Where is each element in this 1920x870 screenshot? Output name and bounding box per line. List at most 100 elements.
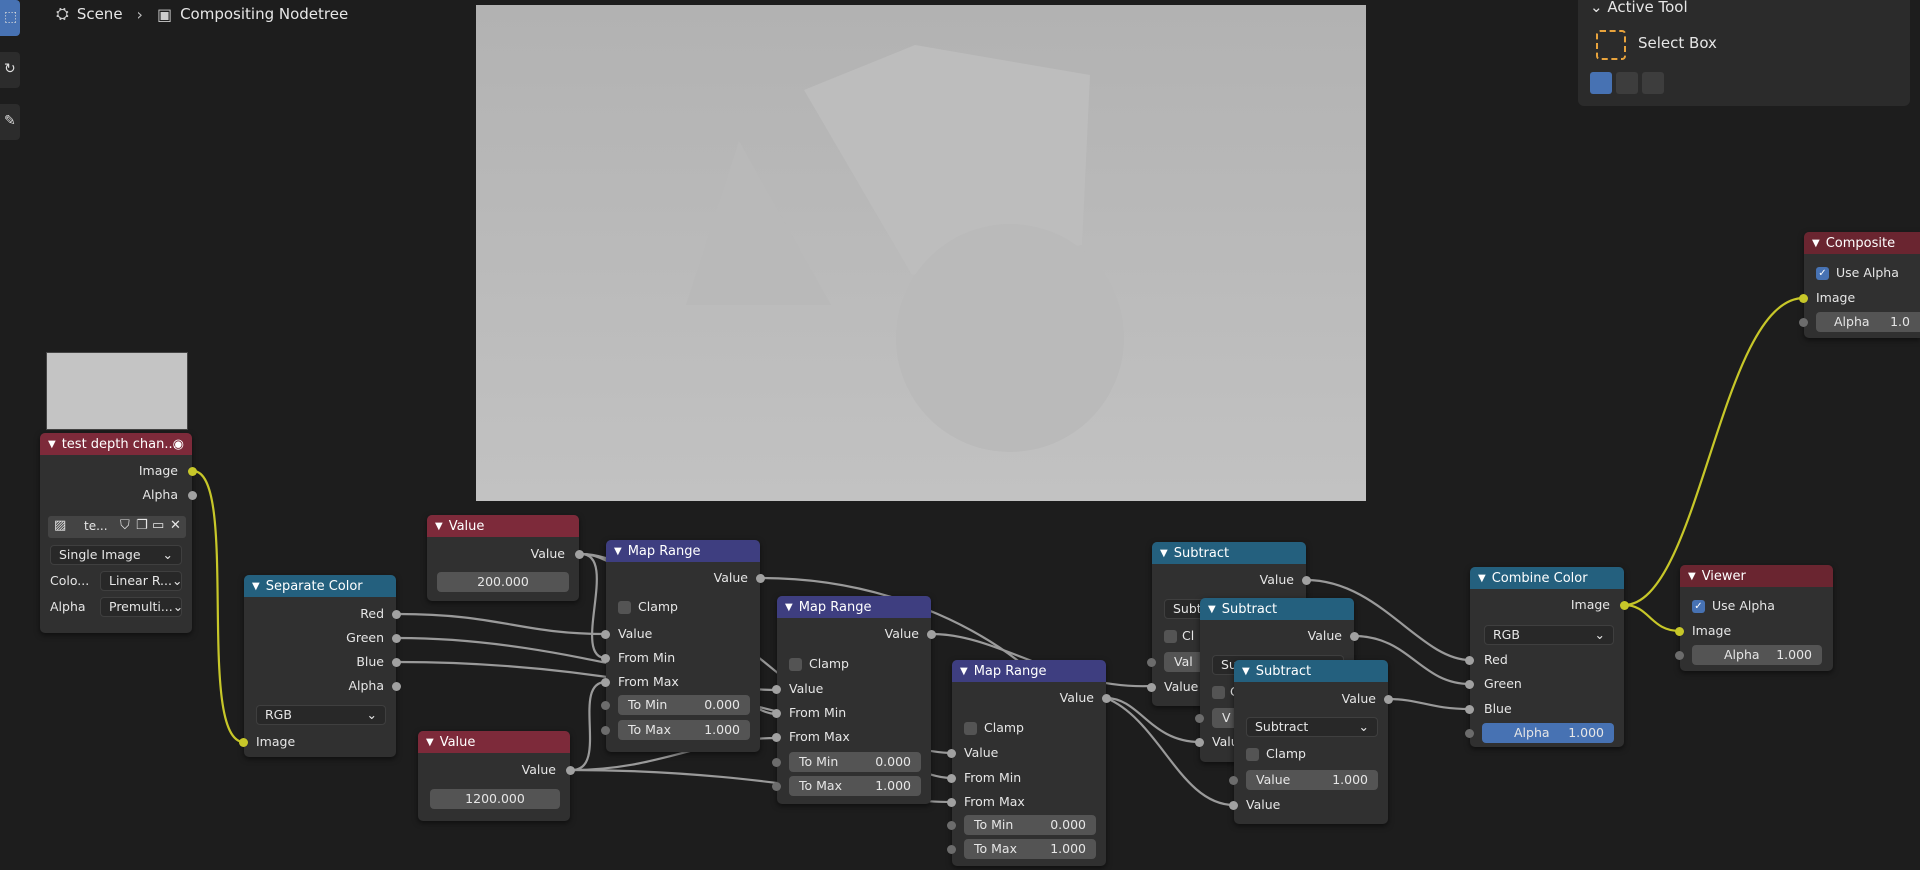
lasso-tool-button[interactable]: ↻ bbox=[0, 52, 20, 88]
breadcrumb-nodetree[interactable]: Compositing Nodetree bbox=[180, 5, 349, 23]
subtract-3-output-socket[interactable] bbox=[1384, 695, 1393, 704]
subtract-1-output-socket[interactable] bbox=[1302, 576, 1311, 585]
value-node-1-header[interactable]: ▼Value bbox=[427, 515, 579, 537]
image-node[interactable]: ▼test depth chan...◉ Image Alpha ▨ te...… bbox=[40, 433, 197, 633]
map-range-3-input-value-socket[interactable] bbox=[947, 749, 956, 758]
subtract-1-input-socket[interactable] bbox=[1147, 683, 1156, 692]
subtract-3-clamp-checkbox[interactable] bbox=[1246, 748, 1259, 761]
mode-extend-button[interactable] bbox=[1616, 72, 1638, 94]
map-range-2-clamp-checkbox[interactable] bbox=[789, 658, 802, 671]
output-alpha-socket[interactable] bbox=[188, 491, 197, 500]
map-range-1-header[interactable]: ▼Map Range bbox=[606, 540, 760, 562]
combine-alpha-socket[interactable] bbox=[1465, 729, 1474, 738]
collapse-arrow-icon[interactable]: ▼ bbox=[614, 545, 622, 557]
mode-subtract-button[interactable] bbox=[1642, 72, 1664, 94]
viewer-use-alpha-checkbox[interactable]: ✓ bbox=[1692, 600, 1705, 613]
image-node-header[interactable]: ▼test depth chan...◉ bbox=[40, 433, 192, 455]
active-tool-header[interactable]: ⌄ Active Tool bbox=[1590, 0, 1688, 16]
map-range-3-from-min-socket[interactable] bbox=[947, 774, 956, 783]
subtract-3-operation-select[interactable]: Subtract⌄ bbox=[1246, 717, 1378, 737]
subtract-3-header[interactable]: ▼Subtract bbox=[1234, 660, 1388, 682]
collapse-arrow-icon[interactable]: ▼ bbox=[1242, 665, 1250, 677]
value-node-2-output-socket[interactable] bbox=[566, 766, 575, 775]
value-node-1[interactable]: ▼Value Value 200.000 bbox=[427, 515, 584, 601]
collapse-arrow-icon[interactable]: ▼ bbox=[426, 736, 434, 748]
collapse-arrow-icon[interactable]: ▼ bbox=[1688, 570, 1696, 582]
collapse-arrow-icon[interactable]: ▼ bbox=[1160, 547, 1168, 559]
input-image-socket[interactable] bbox=[239, 738, 248, 747]
combine-input-blue-socket[interactable] bbox=[1465, 705, 1474, 714]
collapse-arrow-icon[interactable]: ▼ bbox=[960, 665, 968, 677]
breadcrumb-scene[interactable]: Scene bbox=[76, 5, 123, 23]
subtract-3-value-socket[interactable] bbox=[1229, 776, 1238, 785]
map-range-1-output-socket[interactable] bbox=[756, 574, 765, 583]
viewer-input-image-socket[interactable] bbox=[1675, 627, 1684, 636]
shield-icon[interactable]: ⛉ bbox=[120, 518, 130, 533]
map-range-2-output-socket[interactable] bbox=[927, 630, 936, 639]
map-range-1-to-min-socket[interactable] bbox=[601, 701, 610, 710]
map-range-1-input-value-socket[interactable] bbox=[601, 630, 610, 639]
map-range-2-from-min-socket[interactable] bbox=[772, 709, 781, 718]
map-range-1-from-max-socket[interactable] bbox=[601, 678, 610, 687]
collapse-arrow-icon[interactable]: ▼ bbox=[48, 438, 56, 450]
output-blue-socket[interactable] bbox=[392, 658, 401, 667]
map-range-2-from-max-socket[interactable] bbox=[772, 733, 781, 742]
map-range-3-to-min-socket[interactable] bbox=[947, 821, 956, 830]
value-node-2-header[interactable]: ▼Value bbox=[418, 731, 570, 753]
collapse-arrow-icon[interactable]: ▼ bbox=[1812, 237, 1820, 249]
mode-new-button[interactable] bbox=[1590, 72, 1612, 94]
output-alpha-socket[interactable] bbox=[392, 682, 401, 691]
map-range-2-header[interactable]: ▼Map Range bbox=[777, 596, 931, 618]
composite-input-image-socket[interactable] bbox=[1799, 294, 1808, 303]
close-icon[interactable]: ✕ bbox=[170, 518, 181, 533]
subtract-1-value-socket[interactable] bbox=[1147, 658, 1156, 667]
eye-icon[interactable]: ◉ bbox=[172, 436, 184, 452]
composite-header[interactable]: ▼Composite bbox=[1804, 232, 1920, 254]
viewer-alpha-socket[interactable] bbox=[1675, 651, 1684, 660]
collapse-arrow-icon[interactable]: ▼ bbox=[785, 601, 793, 613]
collapse-arrow-icon[interactable]: ▼ bbox=[435, 520, 443, 532]
map-range-3-clamp-checkbox[interactable] bbox=[964, 722, 977, 735]
annotate-tool-button[interactable]: ✎ bbox=[0, 104, 20, 140]
value-node-2[interactable]: ▼Value Value 1200.000 bbox=[418, 731, 575, 821]
map-range-3-header[interactable]: ▼Map Range bbox=[952, 660, 1106, 682]
output-red-socket[interactable] bbox=[392, 610, 401, 619]
image-source-select[interactable]: Single Image⌄ bbox=[50, 545, 182, 565]
output-image-socket[interactable] bbox=[188, 467, 197, 476]
map-range-2-input-value-socket[interactable] bbox=[772, 685, 781, 694]
composite-use-alpha-checkbox[interactable]: ✓ bbox=[1816, 267, 1829, 280]
image-name[interactable]: te... bbox=[84, 519, 108, 533]
select-box-tool-button[interactable]: ⬚ bbox=[0, 0, 20, 36]
subtract-3-input-socket[interactable] bbox=[1229, 801, 1238, 810]
subtract-2-value-socket[interactable] bbox=[1195, 714, 1204, 723]
map-range-3-output-socket[interactable] bbox=[1102, 694, 1111, 703]
subtract-1-clamp-checkbox[interactable] bbox=[1164, 630, 1177, 643]
combine-mode-select[interactable]: RGB⌄ bbox=[1484, 625, 1614, 645]
map-range-3-from-max-socket[interactable] bbox=[947, 798, 956, 807]
map-range-1-clamp-checkbox[interactable] bbox=[618, 601, 631, 614]
combine-input-green-socket[interactable] bbox=[1465, 680, 1474, 689]
value-node-1-output-socket[interactable] bbox=[575, 550, 584, 559]
separate-mode-select[interactable]: RGB⌄ bbox=[256, 705, 386, 725]
map-range-3-to-max-socket[interactable] bbox=[947, 845, 956, 854]
subtract-2-output-socket[interactable] bbox=[1350, 632, 1359, 641]
separate-color-node[interactable]: ▼Separate Color Red Green Blue Alpha RGB… bbox=[239, 575, 401, 757]
combine-output-socket[interactable] bbox=[1620, 601, 1629, 610]
separate-color-header[interactable]: ▼Separate Color bbox=[244, 575, 396, 597]
image-datablock[interactable]: ▨ te... ⛉ ❐ ▭ ✕ bbox=[48, 516, 186, 538]
alpha-mode-select[interactable]: Premulti...⌄ bbox=[100, 597, 182, 617]
value-node-2-field[interactable]: 1200.000 bbox=[430, 789, 560, 809]
map-range-node-3[interactable]: ▼Map Range Value Clamp Value From Min Fr… bbox=[947, 660, 1111, 866]
map-range-node-1[interactable]: ▼Map Range Value Clamp Value From Min Fr… bbox=[601, 540, 765, 752]
map-range-1-to-max-socket[interactable] bbox=[601, 726, 610, 735]
map-range-2-to-min-socket[interactable] bbox=[772, 758, 781, 767]
